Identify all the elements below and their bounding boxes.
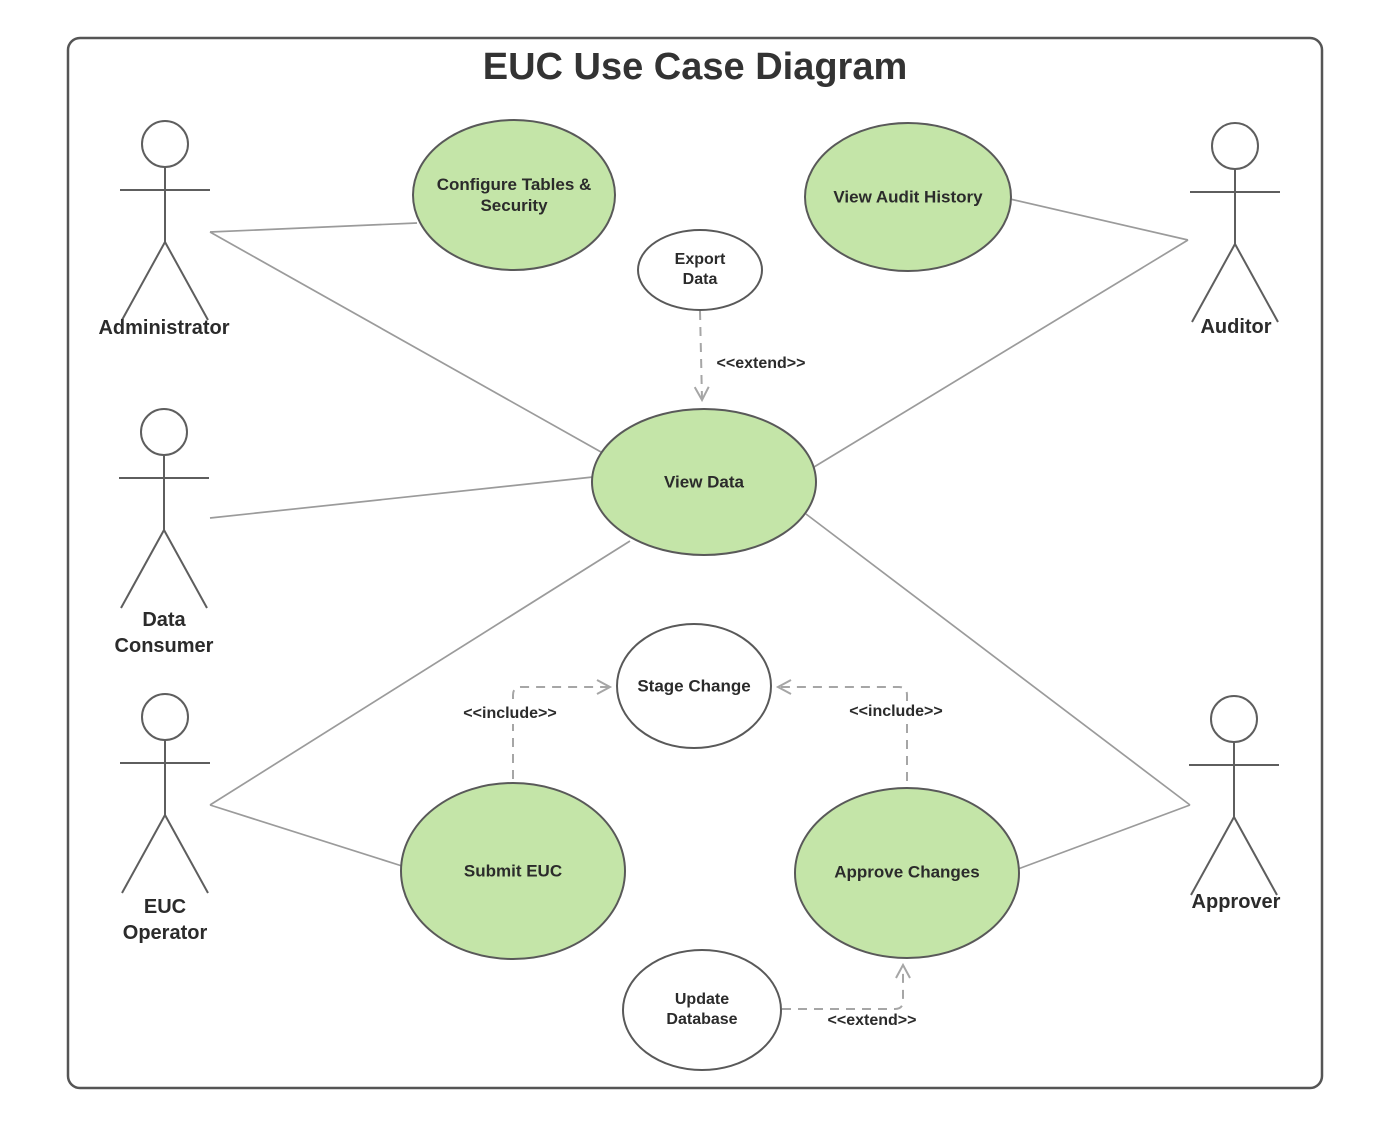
use-case-view-audit-history	[804, 122, 1012, 272]
use-case-label-update-database: Update Database	[666, 991, 738, 1028]
extend-arrow-updatedatabase-to-approvechanges	[782, 962, 911, 1010]
diagram-frame	[66, 36, 1324, 1090]
actor-label-approver: Approver	[1191, 891, 1281, 913]
use-case-label-export-data: Export Data	[674, 251, 726, 288]
association-administrator-configure	[209, 222, 418, 233]
diagram-title: EUC Use Case Diagram	[482, 46, 908, 89]
include-arrow-approvechanges-to-stagechange	[775, 679, 908, 781]
use-case-shapes	[400, 119, 1020, 1071]
actor-label-auditor: Auditor	[1200, 316, 1272, 338]
use-case-label-configure-tables-security: Configure Tables & Security	[436, 174, 592, 215]
use-case-stage-change	[616, 623, 772, 749]
use-case-label-approve-changes: Approve Changes	[834, 862, 980, 882]
use-case-update-database	[622, 949, 782, 1071]
use-case-label-submit-euc: Submit EUC	[463, 861, 563, 881]
actor-label-administrator: Administrator	[98, 317, 230, 339]
stereotype-label-include-submiteuc: <<include>>	[461, 704, 559, 724]
association-auditor-viewdata	[813, 239, 1189, 468]
use-case-label-stage-change: Stage Change	[637, 676, 751, 696]
use-case-label-view-data: View Data	[663, 472, 744, 492]
dependency-connectors	[512, 310, 911, 1010]
actor-label-euc-operator: EUC Operator	[122, 896, 208, 944]
use-case-view-data	[591, 408, 817, 556]
association-eucoperator-submiteuc	[209, 804, 403, 867]
actor-label-data-consumer: Data Consumer	[114, 609, 214, 657]
stereotype-label-extend-exportdata: <<extend>>	[714, 354, 808, 374]
association-lines	[209, 198, 1191, 870]
association-eucoperator-viewdata	[209, 540, 631, 806]
use-case-export-data	[637, 229, 763, 311]
association-dataconsumer-viewdata	[209, 476, 594, 519]
stereotype-label-extend-updatedatabase: <<extend>>	[825, 1011, 919, 1031]
association-administrator-viewdata	[209, 231, 602, 453]
include-arrow-submiteuc-to-stagechange	[512, 679, 613, 779]
use-case-label-view-audit-history: View Audit History	[833, 187, 983, 207]
association-approver-viewdata	[805, 513, 1191, 806]
association-auditor-audithistory	[1009, 198, 1189, 241]
use-case-configure-tables-security	[412, 119, 616, 271]
stereotype-label-include-approvechanges: <<include>>	[847, 702, 945, 722]
use-case-approve-changes	[794, 787, 1020, 959]
association-approver-approvechanges	[1017, 804, 1191, 870]
use-case-submit-euc	[400, 782, 626, 960]
